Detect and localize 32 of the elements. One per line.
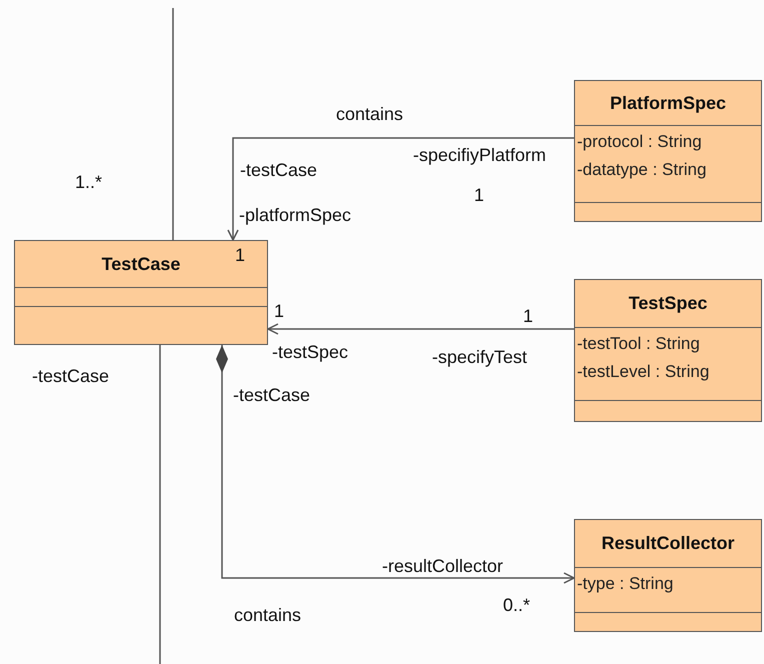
multiplicity-label: 1 (474, 185, 484, 205)
multiplicity-label: 1 (523, 306, 534, 326)
role-label: -testCase (32, 366, 110, 386)
role-label: -testCase (240, 160, 318, 180)
class-name: PlatformSpec (610, 92, 726, 114)
role-label: -testCase (233, 385, 310, 405)
class-name: ResultCollector (601, 533, 735, 554)
class-box (574, 279, 762, 422)
attribute-text: -testLevel : String (577, 361, 710, 383)
composition-arrow (216, 345, 575, 584)
multiplicity-label: 1 (274, 301, 284, 321)
class-name: TestCase (102, 254, 180, 274)
attribute-text: -protocol : String (577, 131, 703, 153)
class-box (574, 80, 762, 222)
role-label: -resultCollector (382, 556, 504, 576)
multiplicity-label: 0..* (503, 595, 530, 615)
association-line (159, 345, 161, 664)
attribute-text: -type : String (577, 573, 674, 595)
association-arrow (267, 323, 574, 335)
multiplicity-label: 1 (235, 245, 246, 265)
multiplicity-label: 1..* (75, 172, 102, 192)
role-label: -specifiyPlatform (413, 145, 546, 165)
class-name: TestSpec (628, 293, 708, 314)
association-line (172, 8, 174, 240)
attribute-text: -datatype : String (577, 159, 708, 181)
role-label: -platformSpec (239, 205, 352, 225)
association-arrow (227, 137, 574, 241)
attribute-text: -testTool : String (577, 333, 701, 355)
role-label: -specifyTest (432, 347, 528, 367)
role-label: -testSpec (272, 342, 348, 362)
class-box (574, 519, 762, 632)
class-box (14, 240, 268, 345)
